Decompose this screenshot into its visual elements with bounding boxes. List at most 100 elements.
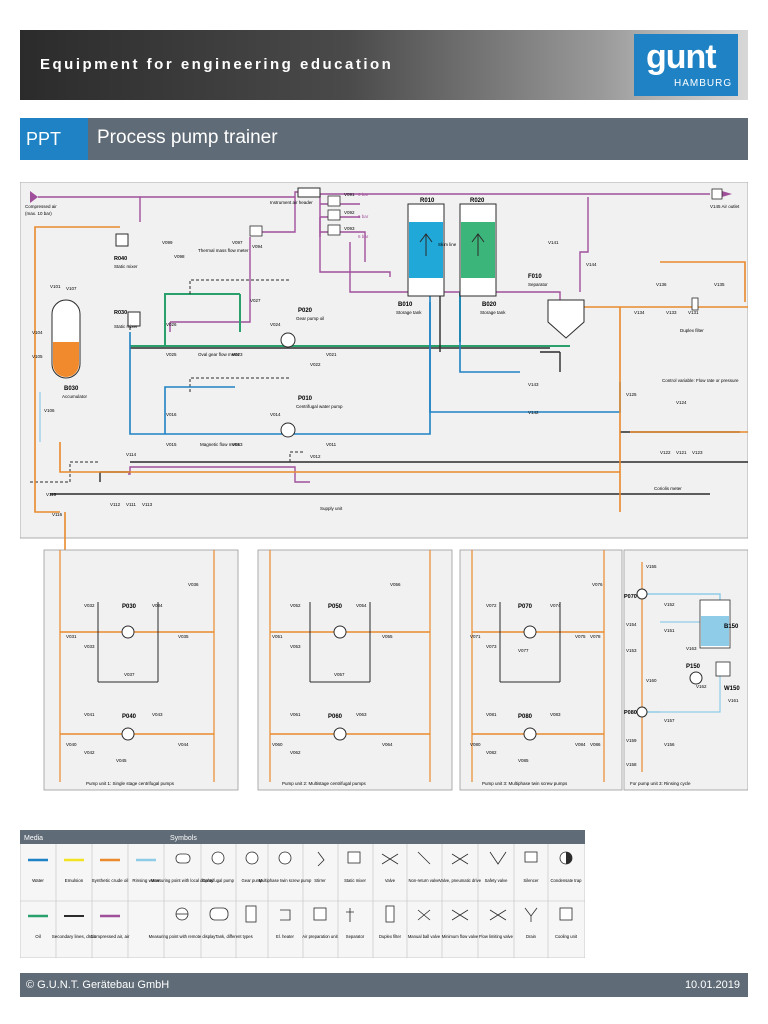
v159-label: V159: [626, 738, 637, 743]
v016-label: V016: [166, 412, 177, 417]
v024-label: V024: [270, 322, 281, 327]
sym-twin-screw-pump: Multiphase twin screw pump: [259, 878, 312, 883]
b030-label: B030: [64, 386, 79, 392]
r020-label: R020: [470, 198, 485, 204]
v055-label: V055: [382, 634, 393, 639]
v163-label: V163: [686, 646, 697, 651]
v151-label: V151: [664, 628, 675, 633]
v152-label: V152: [664, 602, 675, 607]
legend-symbols-header: Symbols: [170, 835, 197, 842]
v015-label: V015: [166, 442, 177, 447]
v057-label: V057: [334, 672, 345, 677]
v155-label: V155: [646, 564, 657, 569]
v141-label: V141: [548, 240, 559, 245]
legend-media-header: Media: [24, 835, 43, 842]
v027-label: V027: [250, 298, 261, 303]
v092-bar: 6 bar: [358, 214, 369, 219]
compressed-air-label: Compressed air: [25, 204, 57, 209]
v107-label: V107: [66, 286, 77, 291]
v112-label: V112: [110, 502, 121, 507]
v075-label: V075: [575, 634, 586, 639]
v099-label: V099: [162, 240, 173, 245]
v094-label: V094: [252, 244, 263, 249]
skim-line-label: Skim line: [438, 242, 457, 247]
b010-sub: Storage tank: [396, 310, 422, 315]
tagline: Equipment for engineering education: [40, 56, 394, 73]
supply-unit-label: Supply unit: [320, 506, 343, 511]
control-var-label: Control variable: Flow rate or pressure: [662, 378, 739, 383]
sym-valve: Valve: [385, 878, 396, 883]
title-bar: PPT Process pump trainer: [20, 118, 748, 160]
b030-sub: Accumulator: [62, 394, 88, 399]
v052-label: V052: [290, 603, 301, 608]
v136-label: V136: [656, 282, 667, 287]
v036-label: V036: [188, 582, 199, 587]
w150-label: W150: [724, 686, 740, 692]
v025-label: V025: [166, 352, 177, 357]
v082-label: V082: [486, 750, 497, 755]
sym-air-preparation: Air preparation unit: [302, 934, 338, 939]
v093-bar: 6 bar: [358, 234, 369, 239]
footer-date: 10.01.2019: [684, 979, 740, 991]
v098-label: V098: [174, 254, 185, 259]
header-banner: Equipment for engineering education gunt…: [20, 30, 748, 100]
p040-label: P040: [122, 714, 137, 720]
v072-label: V072: [486, 603, 497, 608]
v076-label: V076: [592, 582, 603, 587]
p070-rinse-label: P070: [624, 594, 637, 600]
v104-label: V104: [32, 330, 43, 335]
v106-label: V106: [44, 408, 55, 413]
footer-company: © G.U.N.T. Gerätebau GmbH: [26, 979, 170, 991]
sym-static-mixer: Static mixer: [344, 878, 366, 883]
v077-label: V077: [518, 648, 529, 653]
v114-label: V114: [126, 452, 137, 457]
v031-label: V031: [66, 634, 77, 639]
p050-label: P050: [328, 604, 343, 610]
r030-sub: Static mixer: [114, 324, 138, 329]
v060-label: V060: [272, 742, 283, 747]
v053-label: V053: [290, 644, 301, 649]
gunt-logo: gunt HAMBURG: [634, 34, 738, 96]
v101-label: V101: [50, 284, 61, 289]
air-outlet-label: V145 Air outlet: [710, 204, 740, 209]
duplex-filter-label: Duplex filter: [680, 328, 704, 333]
media-emulsion: Emulsion: [65, 878, 84, 883]
pu1-caption: Pump unit 1: Single stage centrifugal pu…: [86, 781, 175, 786]
v123-label: V123: [692, 450, 703, 455]
page-title: Process pump trainer: [97, 127, 278, 148]
v097-label: V097: [232, 240, 243, 245]
thermal-meter-label: Thermal mass flow meter: [198, 248, 249, 253]
footer-bar: © G.U.N.T. Gerätebau GmbH 10.01.2019: [20, 973, 748, 997]
v081-label: V081: [486, 712, 497, 717]
media-synthetic-crude-oil: Synthetic crude oil: [92, 878, 129, 883]
legend-table: Media Symbols Water Emulsion Synthetic c…: [20, 830, 585, 958]
v162-label: V162: [696, 684, 707, 689]
v013-label: V013: [232, 442, 243, 447]
v054-label: V054: [356, 603, 367, 608]
v156-label: V156: [664, 742, 675, 747]
v161-label: V161: [728, 698, 739, 703]
media-oil: Oil: [35, 934, 41, 939]
v125-label: V125: [626, 392, 637, 397]
sym-gear-pump: Gear pump: [242, 878, 264, 883]
v135-label: V135: [714, 282, 725, 287]
instrument-air-header-label: Instrument air header: [270, 200, 313, 205]
v045-label: V045: [116, 758, 127, 763]
p080-rinse-label: P080: [624, 710, 637, 716]
rinsing-cycle: B150 P150 W150 P070 P080 V155 V154 V153 …: [623, 549, 748, 791]
sym-drain: Drain: [526, 934, 537, 939]
v012-label: V012: [310, 454, 321, 459]
v033-label: V033: [84, 644, 95, 649]
v115-label: V115: [46, 492, 57, 497]
v091-bar: 6 bar: [358, 192, 369, 197]
v051-label: V051: [272, 634, 283, 639]
v044-label: V044: [178, 742, 189, 747]
v034-label: V034: [152, 603, 163, 608]
v143-label: V143: [528, 382, 539, 387]
sym-stirrer: Stirrer: [314, 878, 326, 883]
sym-separator: Separator: [346, 934, 365, 939]
sym-el-heater: El. heater: [276, 934, 295, 939]
v061-label: V061: [290, 712, 301, 717]
v124-label: V124: [676, 400, 687, 405]
v154-label: V154: [626, 622, 637, 627]
